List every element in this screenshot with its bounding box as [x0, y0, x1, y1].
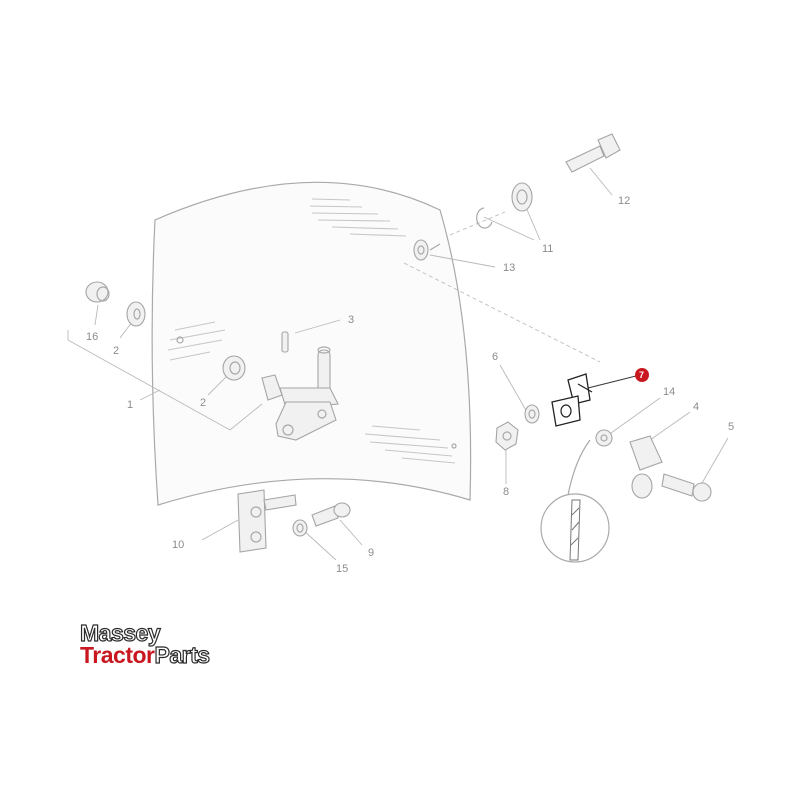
- label-part-2a: 2: [113, 345, 119, 357]
- part-labels: 1 2 2 3 4 5 6 7 8 9 10 11 12 13 14 15 16: [86, 195, 734, 575]
- logo-word-parts: Parts: [154, 642, 211, 668]
- highlight-badge: [635, 368, 649, 382]
- logo-line-tractorparts: TractorParts: [80, 642, 211, 668]
- part-6-washer: [524, 404, 540, 424]
- label-part-6: 6: [492, 351, 498, 363]
- part-7-clip: [551, 373, 593, 427]
- part-10-bracket: [237, 489, 297, 553]
- part-8-nut: [495, 421, 519, 451]
- part-5-bolt: [661, 473, 712, 502]
- part-16-bush: [85, 281, 110, 303]
- detail-callout: [540, 439, 610, 563]
- label-part-10: 10: [172, 539, 184, 551]
- label-part-7: 7: [639, 370, 644, 380]
- brand-logo: Massey TractorParts: [79, 620, 211, 668]
- part-4-spacer: [629, 435, 663, 499]
- label-part-2b: 2: [200, 397, 206, 409]
- part-12-bolt: [565, 133, 621, 173]
- label-part-11: 11: [542, 243, 553, 255]
- logo-word-tractor: Tractor: [80, 642, 155, 668]
- part-9-screw: [311, 502, 351, 527]
- label-part-8: 8: [503, 486, 509, 498]
- part-15-washer: [292, 519, 308, 537]
- label-part-3: 3: [348, 314, 354, 326]
- part-3-pin: [281, 331, 289, 353]
- label-part-14: 14: [663, 386, 675, 398]
- label-part-15: 15: [336, 563, 348, 575]
- part-14-washer: [595, 429, 613, 447]
- leader-lines: [67, 167, 729, 561]
- label-part-13: 13: [503, 262, 515, 274]
- part-2-washer-a: [126, 301, 146, 327]
- window-panel: [151, 181, 472, 506]
- label-part-4: 4: [693, 401, 699, 413]
- part-13-washer: [413, 239, 441, 261]
- label-part-9: 9: [368, 547, 374, 559]
- part-2-washer-b: [222, 355, 246, 381]
- logo-line-massey: Massey: [79, 620, 161, 646]
- label-part-5: 5: [728, 421, 734, 433]
- handle-assembly: [261, 346, 339, 441]
- label-part-1: 1: [127, 399, 133, 411]
- label-part-16: 16: [86, 331, 98, 343]
- label-part-12: 12: [618, 195, 630, 207]
- part-11-washers: [476, 182, 533, 229]
